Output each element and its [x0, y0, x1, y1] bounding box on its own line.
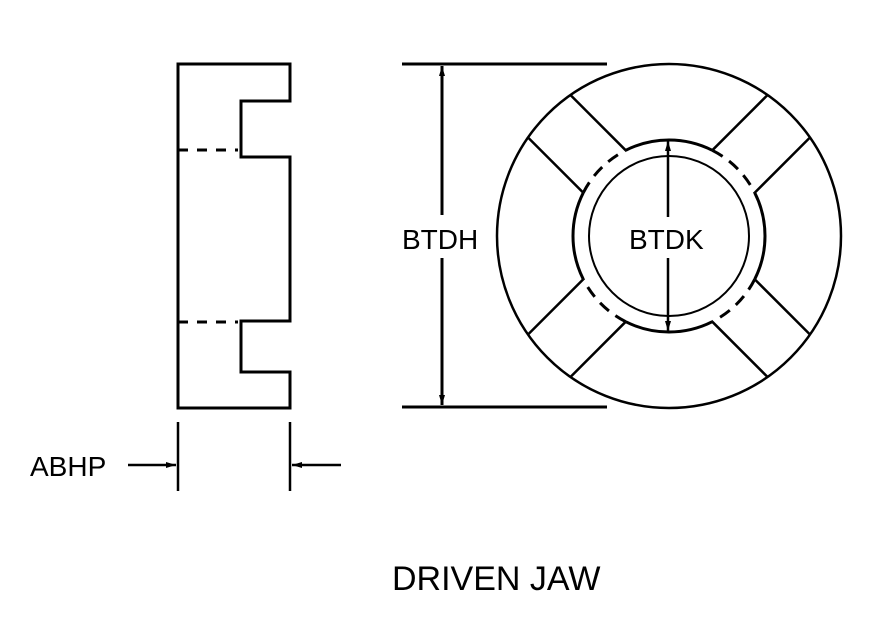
hub-arc — [625, 138, 713, 152]
width-label: ABHP — [30, 451, 106, 482]
width-dimension — [128, 422, 341, 491]
drawing-title: DRIVEN JAW — [392, 560, 600, 598]
hub-arc — [625, 320, 713, 334]
outer-circle — [495, 62, 843, 410]
side-view — [176, 62, 292, 410]
spoke-edge — [753, 136, 811, 194]
hub-arc — [753, 192, 767, 280]
spoke-edge — [569, 94, 627, 152]
hub-arc — [571, 192, 585, 280]
hidden-hub-arc — [711, 148, 757, 194]
hidden-hub-arc — [581, 278, 627, 324]
spoke-edge — [527, 136, 585, 194]
spoke-edge — [569, 320, 627, 378]
outer-diameter-label: BTDH — [402, 224, 478, 255]
hidden-hub-arc — [581, 148, 627, 194]
hidden-hub-arc — [711, 278, 757, 324]
side-view-outline — [176, 62, 292, 410]
bore-diameter-label: BTDK — [629, 224, 704, 255]
spoke-edge — [711, 94, 769, 152]
spoke-edge — [711, 320, 769, 378]
spoke-edge — [527, 278, 585, 336]
spoke-edge — [753, 278, 811, 336]
outer-diameter-dimension — [402, 62, 607, 409]
